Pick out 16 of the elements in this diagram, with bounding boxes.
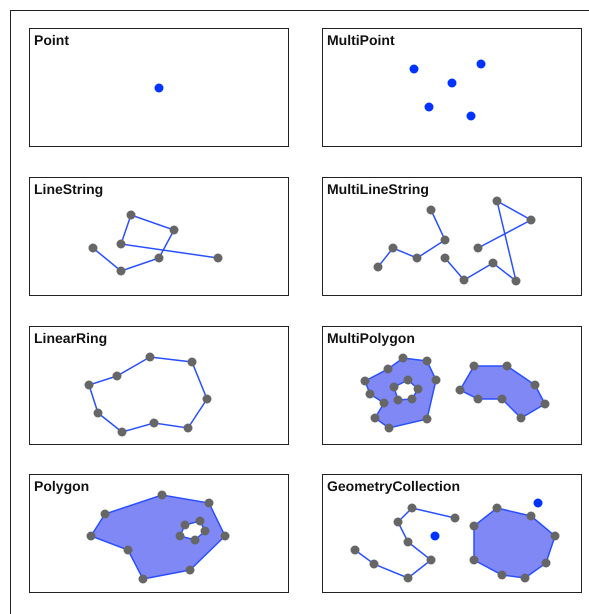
geometry-panel xyxy=(322,326,582,445)
panel-title: Polygon xyxy=(34,478,90,494)
panel-title: MultiPolygon xyxy=(327,330,415,346)
panel-title: GeometryCollection xyxy=(327,478,460,494)
geometry-panel xyxy=(29,326,289,445)
geometry-panel xyxy=(29,177,289,296)
geometry-panel xyxy=(322,474,582,593)
geometry-panel xyxy=(322,28,582,147)
panel-title: MultiPoint xyxy=(327,32,395,48)
geometry-panel xyxy=(322,177,582,296)
panel-title: LineString xyxy=(34,181,104,197)
geometry-panel xyxy=(29,474,289,593)
panel-title: Point xyxy=(34,32,69,48)
panel-title: LinearRing xyxy=(34,330,108,346)
panel-title: MultiLineString xyxy=(327,181,429,197)
geometry-panel xyxy=(29,28,289,147)
